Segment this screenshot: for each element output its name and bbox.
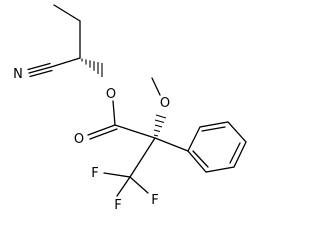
bond-oester-carbonyl xyxy=(112,100,116,126)
carbonyl-group: O xyxy=(74,124,118,147)
methoxy-oxygen-label: O xyxy=(160,96,170,111)
bond-c-f3 xyxy=(129,176,149,194)
ester-oxygen-label: O xyxy=(106,87,116,102)
bond-carbonyl-quaternary xyxy=(114,124,156,139)
triple-bond-line-1 xyxy=(28,66,52,74)
carbonyl-double-bond-2 xyxy=(89,128,118,140)
nitrogen-label: N xyxy=(13,67,23,82)
fluorine-label-2: F xyxy=(114,198,121,213)
phenyl-ring xyxy=(187,121,247,173)
phenyl-hexagon xyxy=(187,121,247,173)
bond-c-f1 xyxy=(103,172,131,178)
triple-bond-line-2 xyxy=(27,62,51,71)
bond-omethoxy-ch3 xyxy=(151,77,161,96)
bond-ch3-ch2 xyxy=(53,4,81,22)
molecule-structure: N O O O xyxy=(13,4,247,213)
phenyl-double-bond-3 xyxy=(192,150,209,168)
phenyl-double-bond-1 xyxy=(201,126,226,132)
carbonyl-oxygen-label: O xyxy=(74,132,84,147)
hashed-bond-ester-oxygen xyxy=(81,58,103,77)
phenyl-double-bond-2 xyxy=(229,142,241,164)
bond-quaternary-phenyl xyxy=(154,137,189,152)
bond-quaternary-cf3 xyxy=(129,137,156,178)
fluorine-label-3: F xyxy=(151,193,158,208)
hashed-bond-methoxy-oxygen xyxy=(153,114,167,137)
bond-chiral-cn xyxy=(50,57,81,68)
trifluoromethyl-group: F F F xyxy=(91,166,158,213)
carbonyl-double-bond-1 xyxy=(87,124,116,136)
fluorine-label-1: F xyxy=(91,166,98,181)
bond-c-f2 xyxy=(116,176,131,197)
triple-bond-line-3 xyxy=(29,69,53,78)
ethyl-group xyxy=(53,4,81,59)
nitrile-group: N xyxy=(13,57,81,82)
